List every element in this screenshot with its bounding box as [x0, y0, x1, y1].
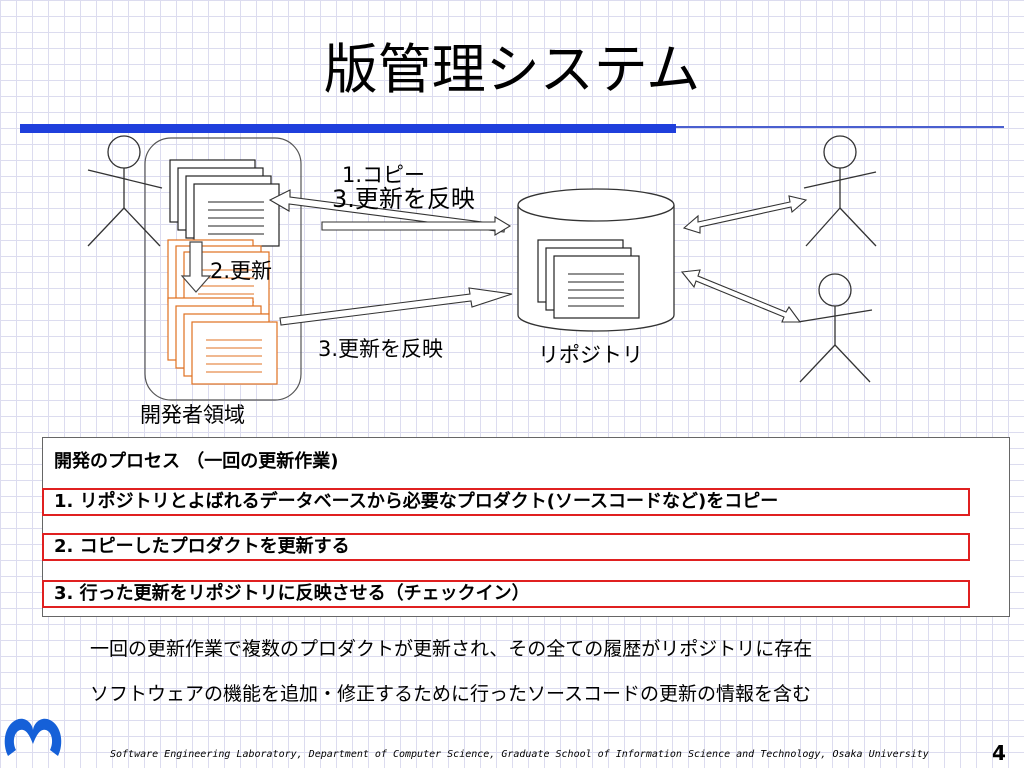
footer-text: Software Engineering Laboratory, Departm…: [110, 749, 929, 760]
copy-arrow-band: [321, 216, 512, 236]
slide-title: 版管理システム: [323, 38, 701, 101]
update-arrow: [180, 241, 212, 293]
sync-arrow: [680, 269, 802, 323]
developer-area-box: [144, 137, 302, 401]
title-rule-thin: [676, 126, 1004, 128]
repository-cylinder: [517, 188, 675, 332]
process-box: [42, 437, 1010, 617]
reflect-label: 3.更新を反映: [318, 337, 444, 361]
note-text: 一回の更新作業で複数のプロダクトが更新され、その全ての履歴がリポジトリに存在: [90, 638, 813, 660]
developer-area-label: 開発者領域: [140, 403, 245, 427]
reflect-arrow: [279, 287, 513, 326]
process-step: 2. コピーしたプロダクトを更新する: [54, 536, 350, 557]
copy-label: 1.コピー: [342, 163, 426, 187]
user-icon: [803, 135, 877, 247]
reflect-label-overlap: 3.更新を反映: [332, 185, 475, 213]
process-step: 3. 行った更新をリポジトリに反映させる（チェックイン）: [54, 583, 530, 604]
process-title: 開発のプロセス （一回の更新作業): [54, 451, 339, 472]
page-number: 4: [992, 741, 1006, 765]
developer-icon: [87, 135, 163, 247]
document-stack-original: [169, 159, 280, 247]
process-step-box: [42, 533, 970, 561]
repository-label: リポジトリ: [538, 343, 643, 367]
update-label: 2.更新: [210, 259, 273, 283]
sync-arrow: [682, 195, 808, 234]
process-step: 1. リポジトリとよばれるデータベースから必要なプロダクト(ソースコードなど)を…: [54, 491, 779, 512]
process-step-box: [42, 488, 970, 516]
university-logo-icon: [4, 718, 62, 756]
user-icon: [797, 273, 873, 383]
note-text: ソフトウェアの機能を追加・修正するために行ったソースコードの更新の情報を含む: [90, 683, 812, 705]
process-step-box: [42, 580, 970, 608]
title-rule: [20, 124, 676, 133]
version-control-diagram: [87, 135, 877, 401]
